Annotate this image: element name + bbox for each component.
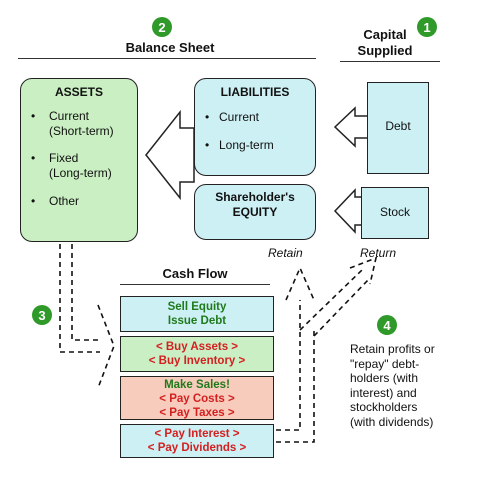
bullet-icon: •: [31, 109, 36, 123]
return-label: Return: [360, 246, 397, 260]
equity-line1: Shareholder's: [215, 190, 295, 204]
note-line: stockholders: [350, 400, 418, 414]
note-line: holders (with: [350, 371, 419, 385]
note-line: Retain profits or: [350, 342, 435, 356]
bullet-icon: •: [205, 138, 210, 152]
stock-label: Stock: [379, 205, 410, 219]
cf-line: < Buy Assets >: [155, 341, 239, 353]
cash-flow-box-operations: Make Sales! < Pay Costs > < Pay Taxes >: [120, 376, 274, 420]
liabilities-title: LIABILITIES: [220, 85, 290, 99]
assets-to-cashflow-arrow: [59, 244, 115, 389]
asset-item-fixed: Fixed(Long-term): [49, 151, 112, 180]
capital-title-line2: Supplied: [357, 43, 413, 58]
debt-arrow: [333, 92, 369, 162]
retain-return-arrows: [276, 256, 378, 443]
stock-arrow: [333, 188, 363, 234]
retain-label: Retain: [268, 246, 303, 260]
assets-box: ASSETS • Current(Short-term) • Fixed(Lon…: [20, 78, 138, 242]
debt-label: Debt: [385, 119, 411, 133]
step-badge-3: 3: [32, 305, 52, 325]
step-badge-2: 2: [152, 17, 172, 37]
cash-flow-rule: [120, 284, 270, 285]
note-text: Retain profits or "repay" debt- holders …: [350, 342, 475, 429]
capital-supplied-title: Capital Supplied: [340, 27, 430, 59]
cash-flow-title: Cash Flow: [162, 266, 228, 281]
liability-item-current: Current: [219, 110, 260, 124]
liabilities-box: LIABILITIES • Current • Long-term: [194, 78, 316, 176]
cf-line: Sell Equity: [167, 301, 227, 313]
note-line: interest) and: [350, 385, 417, 400]
liabilities-to-assets-arrow: [145, 109, 195, 201]
debt-box: Debt: [367, 82, 429, 174]
cash-flow-box-investing: < Buy Assets > < Buy Inventory >: [120, 336, 274, 372]
bullet-icon: •: [31, 151, 36, 165]
balance-sheet-rule: [18, 58, 316, 59]
step-badge-1: 1: [417, 17, 437, 37]
cf-line: < Pay Dividends >: [147, 442, 247, 454]
cf-line: < Buy Inventory >: [148, 355, 246, 367]
capital-rule: [340, 61, 440, 62]
assets-title: ASSETS: [54, 85, 103, 99]
liability-item-long-term: Long-term: [219, 138, 274, 152]
stock-box: Stock: [361, 187, 429, 239]
equity-box: Shareholder's EQUITY: [194, 184, 316, 240]
bullet-icon: •: [31, 194, 36, 208]
step-badge-4: 4: [377, 315, 397, 335]
capital-title-line1: Capital: [363, 27, 407, 42]
cf-line: Make Sales!: [164, 379, 230, 391]
cash-flow-box-payouts: < Pay Interest > < Pay Dividends >: [120, 424, 274, 458]
bullet-icon: •: [205, 110, 210, 124]
cf-line: < Pay Taxes >: [159, 407, 235, 419]
cf-line: < Pay Costs >: [159, 393, 235, 405]
cf-line: < Pay Interest >: [154, 428, 240, 440]
equity-title: Shareholder's EQUITY: [195, 190, 315, 220]
balance-sheet-title: Balance Sheet: [125, 40, 215, 55]
cf-line: Issue Debt: [167, 315, 227, 327]
asset-item-current: Current(Short-term): [49, 109, 114, 138]
equity-line2: EQUITY: [232, 205, 278, 219]
cash-flow-box-financing: Sell Equity Issue Debt: [120, 296, 274, 332]
asset-item-other: Other: [49, 194, 80, 208]
note-line: "repay" debt-: [350, 356, 420, 371]
note-line: (with dividends): [350, 414, 434, 429]
